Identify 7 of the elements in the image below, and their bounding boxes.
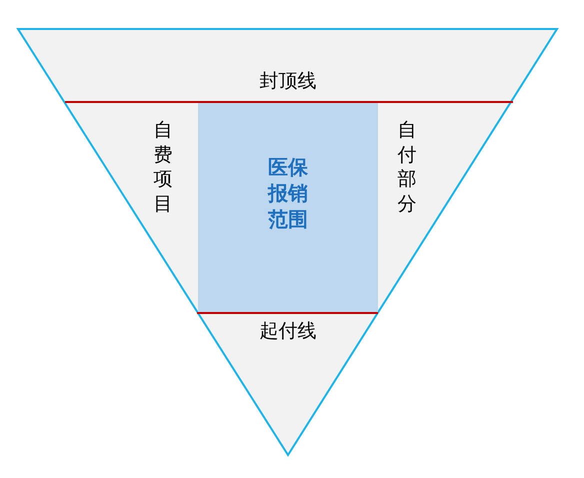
coverage-label: 医保报销范围 xyxy=(267,154,309,232)
side-label: 自费项目 xyxy=(152,118,174,217)
coverage-box xyxy=(198,102,378,313)
side-label: 自付部分 xyxy=(396,118,418,217)
funnel-triangle xyxy=(17,28,558,456)
level-label: 封顶线 xyxy=(260,69,316,94)
level-label: 起付线 xyxy=(260,319,316,344)
